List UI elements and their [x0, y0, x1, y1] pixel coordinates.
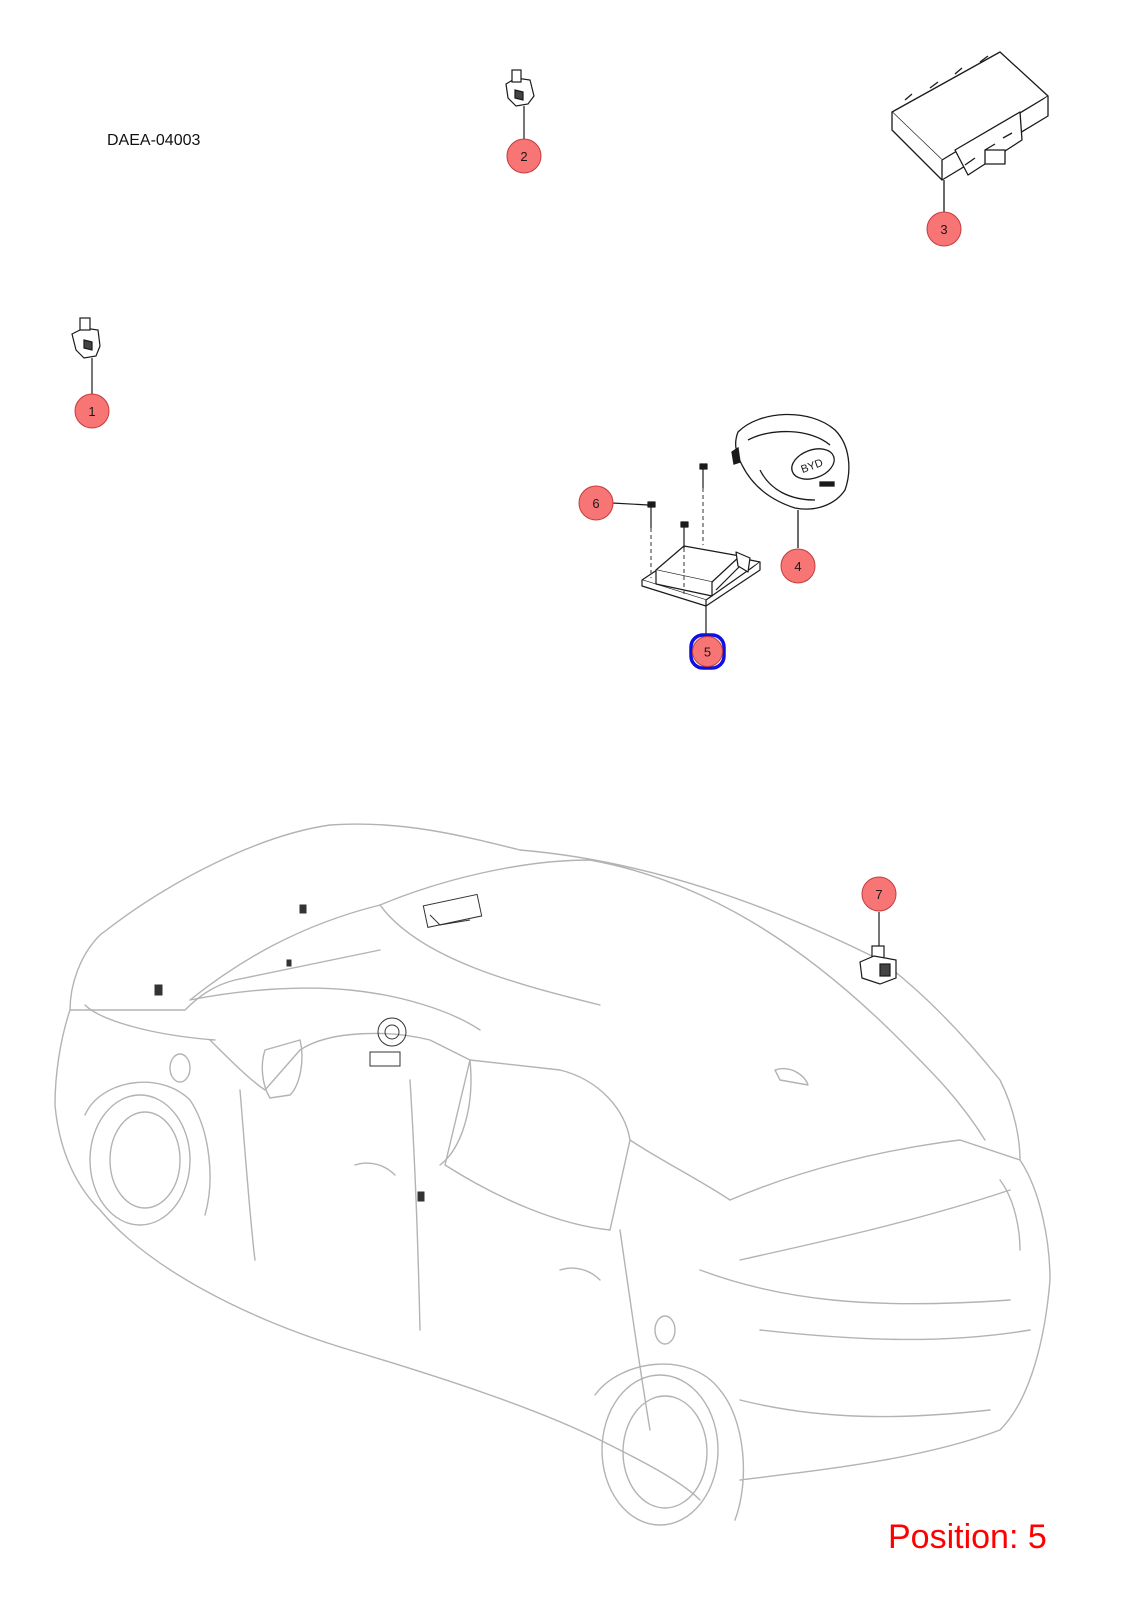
callout-7[interactable]: 7: [861, 876, 897, 912]
diagram-code-label: DAEA-04003: [107, 132, 201, 149]
callout-6[interactable]: 6: [578, 485, 614, 521]
position-indicator: Position: 5: [888, 1518, 1047, 1556]
callout-4[interactable]: 4: [780, 548, 816, 584]
vehicle-installed-parts: [154, 893, 483, 1202]
part-7-sensor: [859, 912, 897, 985]
callout-6-label: 6: [592, 496, 599, 511]
vehicle-outline: [54, 823, 1051, 1526]
part-2-sensor: [505, 69, 535, 140]
selected-callout-highlight: [689, 633, 726, 670]
part-3-airbag-module: [891, 51, 1049, 212]
callout-5-label: 5: [704, 645, 711, 660]
callout-5[interactable]: 5: [689, 633, 726, 670]
part-5-control-unit: [611, 463, 761, 634]
callout-1[interactable]: 1: [74, 393, 110, 429]
callout-2[interactable]: 2: [506, 138, 542, 174]
callout-2-label: 2: [520, 149, 527, 164]
part-1-sensor: [71, 317, 101, 398]
callout-7-label: 7: [875, 887, 882, 902]
callout-3-label: 3: [940, 222, 947, 237]
callout-4-label: 4: [794, 559, 801, 574]
callout-1-label: 1: [88, 404, 95, 419]
callout-3[interactable]: 3: [926, 211, 962, 247]
part-4-steering-airbag: BYD: [731, 413, 850, 548]
